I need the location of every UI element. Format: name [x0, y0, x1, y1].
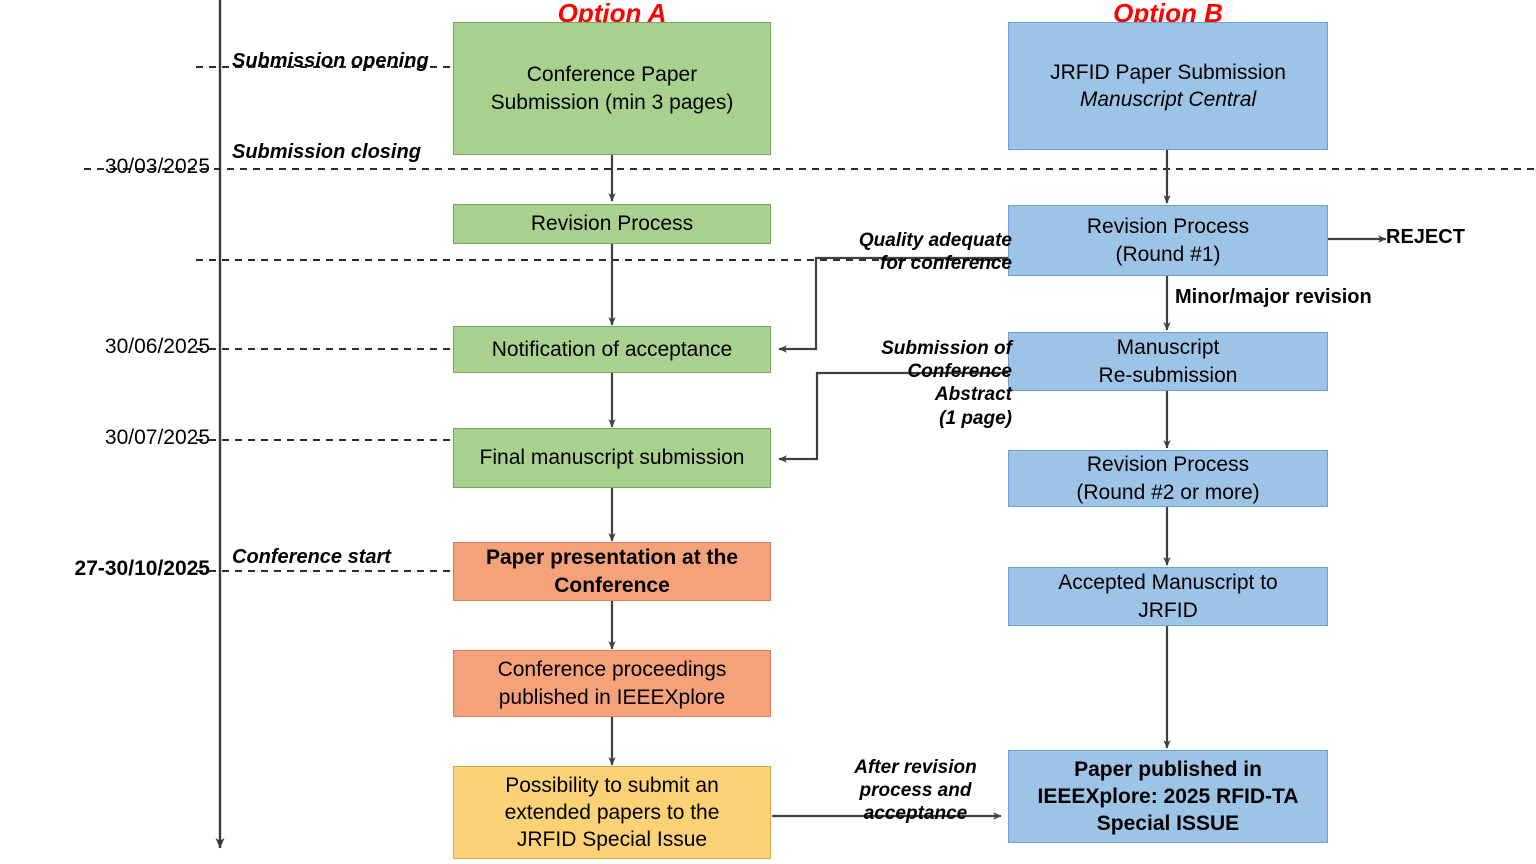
- timeline-date-0: 30/03/2025: [104, 155, 210, 178]
- node-conference-proceedings[interactable]: Conference proceedings published in IEEE…: [453, 650, 771, 717]
- timeline-event-conference-start: Conference start: [232, 546, 391, 568]
- edge-label-line-3: acceptance: [863, 803, 968, 825]
- node-line-2: published in IEEEXplore: [498, 685, 726, 709]
- timeline-event-submission-opening: Submission opening: [232, 50, 429, 72]
- node-line-1: Manuscript: [1116, 336, 1220, 360]
- node-line-3: Special ISSUE: [1096, 812, 1240, 836]
- node-line-2: Conference: [554, 573, 670, 597]
- node-line-1: Conference Paper: [526, 63, 698, 87]
- node-line-2: JRFID: [1138, 598, 1198, 622]
- node-line-3: JRFID Special Issue: [516, 828, 708, 852]
- timeline-event-submission-closing: Submission closing: [232, 141, 421, 163]
- node-line-2: Re-submission: [1098, 363, 1238, 387]
- node-line-2: Manuscript Central: [1079, 88, 1257, 111]
- node-line-2: (Round #1): [1115, 242, 1221, 266]
- node-paper-published-special-issue[interactable]: Paper published in IEEEXplore: 2025 RFID…: [1008, 750, 1328, 843]
- edge-label-line-3: Abstract: [934, 384, 1012, 406]
- timeline-date-2: 30/07/2025: [104, 426, 210, 449]
- node-final-manuscript-submission[interactable]: Final manuscript submission: [453, 428, 771, 488]
- timeline-date-1: 30/06/2025: [104, 335, 210, 358]
- node-a-revision-process[interactable]: Revision Process: [453, 204, 771, 244]
- edge-label-line-2: process and: [859, 780, 972, 802]
- node-b-revision-round-2[interactable]: Revision Process (Round #2 or more): [1008, 450, 1328, 507]
- edge-label-line-1: After revision: [854, 757, 977, 778]
- node-conference-paper-submission[interactable]: Conference Paper Submission (min 3 pages…: [453, 22, 771, 155]
- edge-label-minor-major-revision: Minor/major revision: [1175, 286, 1372, 308]
- node-b-revision-round-1[interactable]: Revision Process (Round #1): [1008, 205, 1328, 276]
- node-paper-presentation[interactable]: Paper presentation at the Conference: [453, 542, 771, 601]
- edge-label-after-revision: After revision process and acceptance: [828, 756, 1003, 826]
- node-manuscript-resubmission[interactable]: Manuscript Re-submission: [1008, 332, 1328, 391]
- node-line-2: extended papers to the: [504, 800, 720, 824]
- node-extended-paper-special-issue[interactable]: Possibility to submit an extended papers…: [453, 766, 771, 859]
- node-line-1: Revision Process: [1086, 453, 1250, 477]
- edge-label-line-2: for conference: [880, 253, 1012, 275]
- node-line-1: Conference proceedings: [497, 658, 727, 682]
- node-line-2: Submission (min 3 pages): [490, 90, 734, 114]
- node-line-1: Accepted Manuscript to: [1058, 571, 1278, 595]
- node-line-1: JRFID Paper Submission: [1050, 60, 1286, 84]
- timeline-date-3: 27-30/10/2025: [74, 557, 210, 580]
- edge-label-quality-adequate: Quality adequate for conference: [760, 229, 1012, 275]
- edge-label-line-1: Submission of: [881, 338, 1012, 359]
- node-accepted-manuscript-jrfid[interactable]: Accepted Manuscript to JRFID: [1008, 567, 1328, 626]
- node-line-1: Paper published in: [1074, 757, 1262, 781]
- node-line-1: Paper presentation at the: [485, 546, 739, 570]
- node-line-1: Notification of acceptance: [491, 337, 733, 361]
- node-notification-of-acceptance[interactable]: Notification of acceptance: [453, 326, 771, 373]
- edge-label-line-1: Quality adequate: [858, 230, 1012, 251]
- edge-label-line-2: Conference: [907, 361, 1012, 383]
- node-line-1: Revision Process: [1086, 215, 1250, 239]
- edge-label-line-4: (1 page): [939, 407, 1012, 429]
- node-line-2: IEEEXplore: 2025 RFID-TA: [1037, 784, 1299, 808]
- edge-label-conference-abstract: Submission of Conference Abstract (1 pag…: [760, 337, 1012, 430]
- node-line-1: Possibility to submit an: [505, 773, 719, 797]
- node-line-1: Revision Process: [530, 212, 694, 236]
- edge-label-reject: REJECT: [1386, 226, 1465, 248]
- node-line-2: (Round #2 or more): [1076, 480, 1260, 504]
- node-line-1: Final manuscript submission: [479, 446, 745, 470]
- node-jrfid-paper-submission[interactable]: JRFID Paper Submission Manuscript Centra…: [1008, 22, 1328, 150]
